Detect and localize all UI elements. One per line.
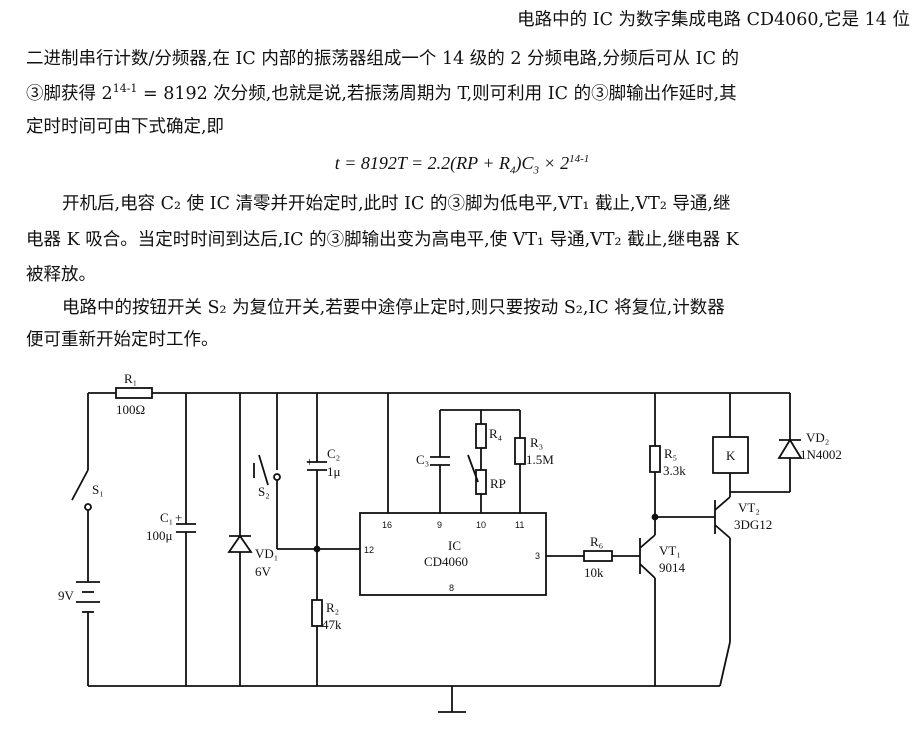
paragraph-2-line-3: 被释放。 xyxy=(26,265,96,285)
label-vd1: VD₁ xyxy=(255,546,278,561)
label-r1-value: 100Ω xyxy=(116,402,145,417)
label-r3: R₃ xyxy=(530,435,543,450)
pin-10: 10 xyxy=(476,520,486,530)
paragraph-2-line-2: 电器 K 吸合。当定时时间到达后,IC 的③脚输出变为高电平,使 VT₁ 导通,… xyxy=(26,230,739,250)
label-vd2: VD₂ xyxy=(806,430,829,445)
pin-12: 12 xyxy=(364,545,374,555)
r6-resistor xyxy=(583,550,613,562)
label-r5-value: 3.3k xyxy=(663,463,686,478)
ic-cd4060 xyxy=(359,512,547,596)
label-ic: IC xyxy=(448,538,461,553)
label-r2-value: 47k xyxy=(322,617,342,632)
label-c1-value: 100μ xyxy=(146,528,173,543)
paragraph-2-line-1: 开机后,电容 C₂ 使 IC 清零并开始定时,此时 IC 的③脚为低电平,VT₁… xyxy=(62,194,731,214)
label-s2: S₂ xyxy=(258,484,270,499)
label-r4: R₄ xyxy=(489,426,503,441)
paragraph-1-line-2: 二进制串行计数/分频器,在 IC 内部的振荡器组成一个 14 级的 2 分频电路… xyxy=(26,49,740,69)
label-c2: C₂ xyxy=(327,446,340,461)
s2-button xyxy=(258,454,269,486)
label-vt2-value: 3DG12 xyxy=(734,517,772,532)
label-relay-k: K xyxy=(726,448,736,463)
relay-k xyxy=(712,436,749,474)
label-r5: R₅ xyxy=(664,446,677,461)
vd2-diode xyxy=(777,438,803,459)
c1-plus-sign: + xyxy=(175,510,182,525)
s1-switch xyxy=(71,469,89,501)
paragraph-3-line-1: 电路中的按钮开关 S₂ 为复位开关,若要中途停止定时,则只要按动 S₂,IC 将… xyxy=(62,298,725,318)
label-r1: R₁ xyxy=(124,371,137,386)
r2-resistor xyxy=(311,599,323,627)
paragraph-1-line-4: 定时时间可由下式确定,即 xyxy=(26,117,225,137)
pin-3: 3 xyxy=(535,551,540,561)
label-vt2: VT₂ xyxy=(738,500,760,515)
label-r6-value: 10k xyxy=(584,565,604,580)
pin-11: 11 xyxy=(515,520,524,530)
c2-plus-sign: + xyxy=(306,454,313,469)
label-c2-value: 1μ xyxy=(327,464,341,479)
label-vd2-value: 1N4002 xyxy=(800,447,842,462)
paragraph-1-line-3: ③脚获得 214-1 = 8192 次分频,也就是说,若振荡周期为 T,则可利用… xyxy=(26,82,737,104)
label-vt1-value: 9014 xyxy=(659,560,686,575)
label-c3: C₃ xyxy=(416,452,429,467)
pin-16: 16 xyxy=(382,520,392,530)
label-s1: S₁ xyxy=(92,482,104,497)
pin-8: 8 xyxy=(449,583,454,593)
pin-9: 9 xyxy=(437,520,442,530)
label-r6: R₆ xyxy=(590,534,603,549)
label-c1: C₁ xyxy=(160,510,173,525)
label-r3-value: 1.5M xyxy=(526,452,554,467)
vd1-zener-diode xyxy=(227,534,253,553)
label-r2: R₂ xyxy=(326,600,339,615)
paragraph-1-line-1: 电路中的 IC 为数字集成电路 CD4060,它是 14 位 xyxy=(517,10,910,30)
timing-formula: t = 8192T = 2.2(RP + R4)C3 × 214-1 xyxy=(334,153,590,177)
circuit-schematic: R₁ 100Ω S₁ 9V C₁ 100μ VD₁ 6V S₂ C₂ 1μ R₂… xyxy=(58,371,842,713)
label-battery: 9V xyxy=(58,588,75,603)
paragraph-3-line-2: 便可重新开始定时工作。 xyxy=(26,330,219,350)
label-ic-name: CD4060 xyxy=(424,554,468,569)
r5-resistor xyxy=(649,445,661,473)
label-rp: RP xyxy=(490,476,506,491)
label-vt1: VT₁ xyxy=(659,543,681,558)
r4-resistor xyxy=(475,423,487,449)
r3-resistor xyxy=(514,437,526,465)
r1-resistor xyxy=(115,387,153,399)
label-vd1-value: 6V xyxy=(255,564,272,579)
